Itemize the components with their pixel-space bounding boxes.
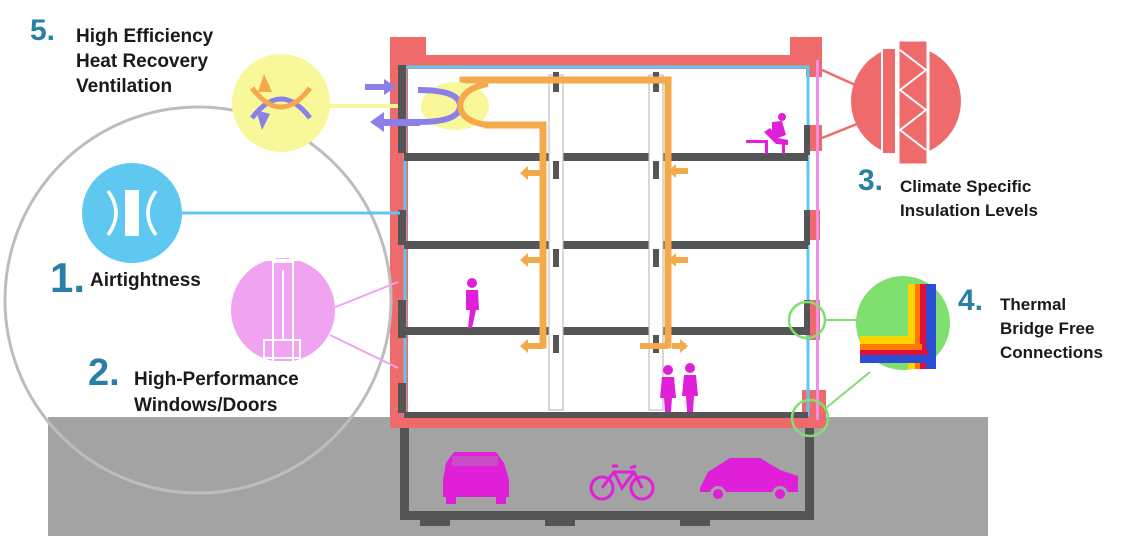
- occupants: [466, 113, 788, 412]
- airflow-arrows: [365, 79, 420, 132]
- highlight-circle: [3, 105, 393, 495]
- feature-2-line-1: High-Performance: [134, 369, 299, 390]
- duct-outlet-arrows: [520, 164, 688, 353]
- floor-slabs: [404, 153, 808, 418]
- feature-1-title: Airtightness: [90, 270, 201, 291]
- person-standing-icon: [660, 365, 676, 412]
- car-icon: [700, 458, 798, 502]
- feature-1-number: 1.: [50, 254, 86, 301]
- feature-5-number: 5.: [30, 14, 56, 47]
- heat-recovery-icon: [232, 54, 330, 152]
- feature-3-line-2: Insulation Levels: [900, 201, 1038, 220]
- feature-3-line-1: Climate Specific: [900, 177, 1032, 196]
- feature-2-number: 2.: [88, 352, 120, 394]
- airtightness-icon: [82, 163, 400, 263]
- feature-3-number: 3.: [858, 164, 884, 197]
- feature-4-line-3: Connections: [1000, 343, 1103, 362]
- thermal-bridge-icon: [787, 276, 950, 438]
- feature-4-line-2: Bridge Free: [1000, 319, 1095, 338]
- feature-4-line-1: Thermal: [1000, 295, 1067, 314]
- car-icon: [443, 452, 509, 504]
- person-sitting-icon: [746, 113, 788, 154]
- window-icon: [219, 225, 399, 369]
- person-standing-icon: [682, 363, 698, 412]
- window-frames: [398, 65, 810, 413]
- feature-5-line-3: Ventilation: [76, 76, 173, 97]
- bicycle-icon: [589, 464, 655, 501]
- feature-4-number: 4.: [958, 284, 984, 317]
- feature-5-line-1: High Efficiency: [76, 26, 214, 47]
- facade-pink-line: [816, 60, 819, 420]
- heat-recovery-unit: [417, 81, 489, 130]
- person-walking-icon: [466, 278, 479, 328]
- insulation-icon: [821, 38, 961, 167]
- feature-5-line-2: Heat Recovery: [76, 51, 209, 72]
- feature-2-line-2: Windows/Doors: [134, 395, 278, 416]
- basement-garage: [400, 428, 814, 526]
